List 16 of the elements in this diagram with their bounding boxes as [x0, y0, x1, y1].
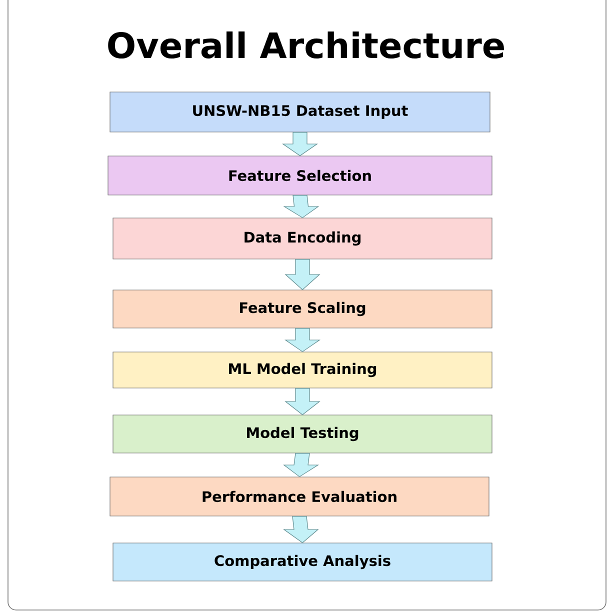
block-arrow — [284, 328, 320, 352]
process-box: Model Testing — [112, 414, 492, 454]
block-arrow — [283, 516, 319, 544]
process-box: Feature Scaling — [112, 290, 492, 328]
title: Overall Architecture — [108, 31, 504, 59]
process-box: Performance Evaluation — [110, 476, 490, 516]
process-box: Data Encoding — [112, 218, 492, 260]
block-arrow — [284, 259, 320, 290]
block-arrow — [284, 388, 320, 416]
process-box: ML Model Training — [112, 352, 492, 388]
process-box: Comparative Analysis — [112, 542, 492, 582]
block-arrow — [283, 453, 320, 478]
process-box: UNSW-NB15 Dataset Input — [110, 92, 490, 132]
block-arrow — [282, 132, 318, 156]
block-arrow — [283, 195, 320, 218]
process-box: Feature Selection — [108, 156, 492, 196]
